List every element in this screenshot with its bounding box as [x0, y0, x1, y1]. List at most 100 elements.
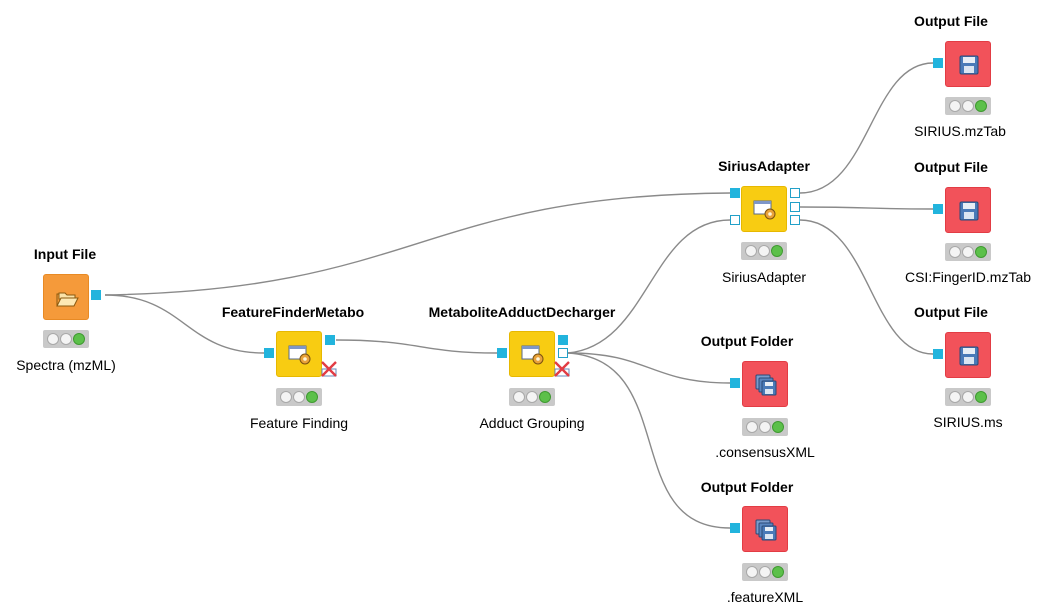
decharger-status	[509, 388, 555, 406]
status-light-yellow	[962, 246, 974, 258]
floppy-disk-icon	[959, 346, 979, 366]
wire-decharger-to-consensus	[567, 352, 731, 384]
status-light-green	[771, 245, 783, 257]
node-title-output-mztab: Output File	[914, 13, 988, 29]
node-label-input-file: Spectra (mzML)	[16, 357, 116, 373]
status-light-red	[949, 246, 961, 258]
output-ms-in-port[interactable]	[933, 349, 943, 359]
sirius-out-port-2[interactable]	[790, 202, 800, 212]
multi-floppy-icon	[755, 374, 777, 396]
node-title-featurefinder: FeatureFinderMetabo	[221, 304, 365, 320]
status-light-red	[47, 333, 59, 345]
floppy-disk-icon	[959, 55, 979, 75]
featurefinder-status	[276, 388, 322, 406]
status-light-yellow	[759, 421, 771, 433]
wire-sirius-to-mztab	[799, 62, 934, 194]
output-ms-status	[945, 388, 991, 406]
status-light-red	[746, 566, 758, 578]
folder-open-icon	[56, 292, 79, 307]
status-light-yellow	[962, 100, 974, 112]
node-label-output-consensus: .consensusXML	[715, 444, 815, 460]
status-light-green	[772, 421, 784, 433]
output-csi-in-port[interactable]	[933, 204, 943, 214]
status-light-yellow	[293, 391, 305, 403]
gear-window-icon	[753, 200, 776, 220]
wire-input-to-featurefinder	[104, 294, 265, 354]
output-mztab-status	[945, 97, 991, 115]
output-csi-status	[945, 243, 991, 261]
deprecated-x-icon	[321, 361, 337, 377]
wire-decharger-to-sirius	[567, 219, 731, 354]
deprecated-x-icon	[554, 361, 570, 377]
status-light-green	[772, 566, 784, 578]
decharger-out-port-2[interactable]	[558, 348, 568, 358]
node-label-output-csi: CSI:FingerID.mzTab	[904, 269, 1032, 285]
decharger-in-port[interactable]	[497, 348, 507, 358]
node-title-decharger: MetaboliteAdductDecharger	[428, 304, 616, 320]
node-title-output-consensus: Output Folder	[700, 333, 794, 349]
status-light-yellow	[758, 245, 770, 257]
node-title-output-csi: Output File	[914, 159, 988, 175]
floppy-disk-icon	[959, 201, 979, 221]
output-feature-status	[742, 563, 788, 581]
output-feature-node[interactable]	[742, 506, 788, 552]
status-light-yellow	[759, 566, 771, 578]
wire-sirius-to-ms	[799, 219, 934, 355]
status-light-red	[280, 391, 292, 403]
status-light-yellow	[60, 333, 72, 345]
status-light-red	[949, 100, 961, 112]
output-mztab-in-port[interactable]	[933, 58, 943, 68]
featurefinder-node[interactable]	[276, 331, 322, 377]
wire-featurefinder-to-decharger	[335, 339, 498, 354]
node-title-sirius: SiriusAdapter	[718, 158, 810, 174]
output-feature-in-port[interactable]	[730, 523, 740, 533]
status-light-red	[745, 245, 757, 257]
wire-input-to-sirius	[104, 192, 731, 296]
status-light-green	[975, 100, 987, 112]
node-label-decharger: Adduct Grouping	[479, 415, 585, 431]
gear-window-icon	[521, 345, 544, 365]
multi-floppy-icon	[755, 519, 777, 541]
status-light-red	[949, 391, 961, 403]
output-ms-node[interactable]	[945, 332, 991, 378]
status-light-red	[746, 421, 758, 433]
node-label-sirius: SiriusAdapter	[721, 269, 807, 285]
wire-decharger-to-feature	[567, 352, 731, 529]
node-title-output-ms: Output File	[914, 304, 988, 320]
node-title-output-feature: Output Folder	[700, 479, 794, 495]
sirius-out-port-1[interactable]	[790, 188, 800, 198]
output-csi-node[interactable]	[945, 187, 991, 233]
output-consensus-node[interactable]	[742, 361, 788, 407]
status-light-red	[513, 391, 525, 403]
status-light-green	[975, 391, 987, 403]
sirius-adapter-node[interactable]	[741, 186, 787, 232]
node-label-output-ms: SIRIUS.ms	[933, 414, 1003, 430]
status-light-yellow	[962, 391, 974, 403]
sirius-in-port-2[interactable]	[730, 215, 740, 225]
node-label-output-feature: .featureXML	[726, 589, 804, 605]
output-mztab-node[interactable]	[945, 41, 991, 87]
node-title-input-file: Input File	[33, 246, 97, 262]
sirius-in-port-1[interactable]	[730, 188, 740, 198]
node-label-output-mztab: SIRIUS.mzTab	[914, 123, 1006, 139]
featurefinder-in-port[interactable]	[264, 348, 274, 358]
output-consensus-in-port[interactable]	[730, 378, 740, 388]
status-light-green	[306, 391, 318, 403]
wire-sirius-to-csi	[799, 206, 934, 210]
input-file-out-port[interactable]	[91, 290, 101, 300]
status-light-green	[975, 246, 987, 258]
node-label-featurefinder: Feature Finding	[249, 415, 349, 431]
status-light-yellow	[526, 391, 538, 403]
decharger-node[interactable]	[509, 331, 555, 377]
decharger-out-port-1[interactable]	[558, 335, 568, 345]
status-light-green	[73, 333, 85, 345]
input-file-node[interactable]	[43, 274, 89, 320]
sirius-status	[741, 242, 787, 260]
input-file-status	[43, 330, 89, 348]
output-consensus-status	[742, 418, 788, 436]
sirius-out-port-3[interactable]	[790, 215, 800, 225]
featurefinder-out-port[interactable]	[325, 335, 335, 345]
status-light-green	[539, 391, 551, 403]
gear-window-icon	[288, 345, 311, 365]
